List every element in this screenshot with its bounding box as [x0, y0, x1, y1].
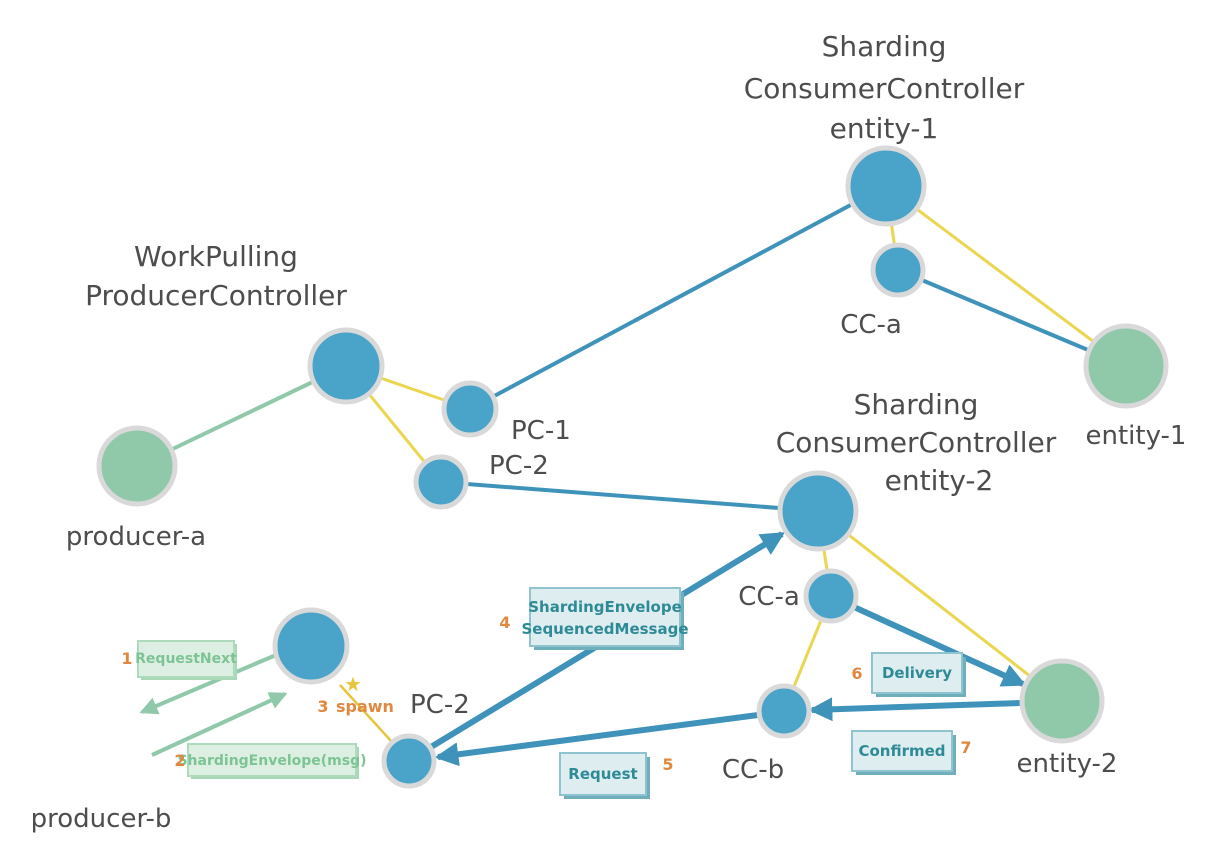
label-entity-2: entity-2 — [1017, 749, 1118, 779]
step-number-2: 2 — [174, 751, 185, 770]
spawn-star-icon: ★ — [344, 672, 362, 696]
label-producer-a: producer-a — [66, 522, 206, 552]
node-workpulling-producercontroller — [307, 327, 385, 405]
node-shardingconsumercontroller-entity2 — [777, 470, 859, 552]
node-cc-a-entity2 — [803, 568, 859, 624]
label-pc-1: PC-1 — [511, 416, 571, 446]
node-pc-2-top — [413, 454, 469, 510]
edge-pc1-shardingcontroller1 — [469, 184, 887, 411]
box-face — [851, 730, 953, 772]
label-pc-2-top: PC-2 — [489, 451, 549, 481]
node-cc-a-entity1 — [870, 242, 926, 298]
arrow-confirmed — [808, 697, 1022, 722]
message-box-shardingenvelope-sequencedmessage: ShardingEnvelope SequencedMessage — [521, 587, 689, 650]
node-shardingconsumercontroller-entity1 — [845, 145, 927, 227]
title-workpulling-line2: ProducerController — [85, 279, 347, 312]
arrow-requestnext — [139, 653, 277, 715]
edge-pc2-shardingcontroller2 — [440, 480, 819, 513]
step-number-6: 6 — [851, 664, 862, 683]
title-sharding1-line3: entity-1 — [830, 112, 939, 145]
node-producer-a — [96, 425, 178, 507]
node-cc-b — [756, 683, 812, 739]
title-sharding2-line1: Sharding — [854, 388, 979, 421]
node-producercontroller-b — [272, 607, 350, 685]
arrow-delivery — [852, 604, 1027, 687]
node-pc-2-bottom — [381, 733, 437, 789]
message-spawn: spawn — [336, 697, 394, 716]
message-sequencedmessage: SequencedMessage — [521, 620, 688, 638]
node-entity-1 — [1083, 323, 1169, 409]
box-face — [137, 640, 235, 678]
box-face — [871, 652, 963, 694]
message-box-requestnext: RequestNext — [135, 640, 237, 680]
step-number-3: 3 — [317, 697, 328, 716]
message-requestnext: RequestNext — [135, 651, 237, 667]
message-box-request: Request — [559, 752, 650, 799]
message-box-confirmed: Confirmed — [851, 730, 956, 775]
node-pc-1 — [441, 380, 499, 438]
message-request: Request — [568, 765, 637, 783]
node-entity-2 — [1019, 658, 1105, 744]
label-cc-a-entity1: CC-a — [840, 310, 902, 340]
box-face — [559, 752, 647, 796]
arrow-shardingenvelope-msg — [151, 692, 288, 757]
title-workpulling-line1: WorkPulling — [134, 240, 298, 273]
message-shardingenvelope-msg: ShardingEnvelope(msg) — [177, 753, 366, 769]
title-sharding2-line2: ConsumerController — [776, 426, 1057, 459]
label-pc-2-bottom: PC-2 — [410, 690, 470, 720]
step-number-4: 4 — [499, 613, 510, 632]
message-box-shardingenvelope-msg: ShardingEnvelope(msg) — [177, 743, 367, 779]
message-confirmed: Confirmed — [858, 742, 945, 760]
message-shardingenvelope: ShardingEnvelope — [528, 598, 682, 616]
title-sharding2-line3: entity-2 — [885, 464, 994, 497]
label-cc-a-entity2: CC-a — [738, 582, 800, 612]
label-producer-b: producer-b — [31, 804, 172, 834]
step-number-5: 5 — [662, 755, 673, 774]
label-cc-b: CC-b — [722, 755, 784, 785]
arrow-request — [434, 712, 759, 767]
step-number-7: 7 — [960, 738, 971, 757]
box-face — [529, 587, 681, 647]
edge-shardingcontroller1-entity1 — [885, 184, 1127, 368]
box-face — [187, 743, 357, 777]
label-entity-1: entity-1 — [1086, 421, 1187, 451]
step-number-1: 1 — [121, 649, 132, 668]
title-sharding1-line2: ConsumerController — [744, 72, 1025, 105]
message-box-delivery: Delivery — [871, 652, 966, 697]
message-delivery: Delivery — [882, 664, 952, 682]
title-sharding1-line1: Sharding — [822, 30, 947, 63]
edge-spawn-line — [339, 684, 393, 743]
